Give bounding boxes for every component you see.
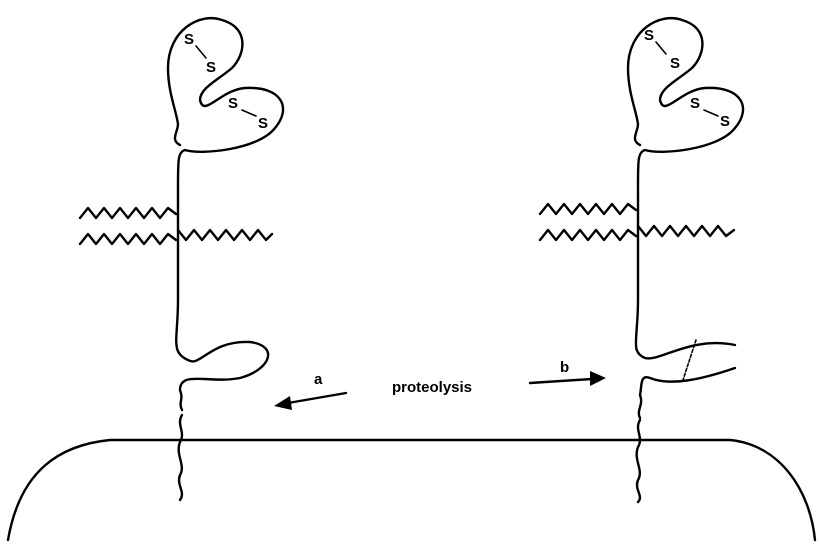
cell-membrane bbox=[6, 438, 817, 542]
arrow-b-label: b bbox=[560, 359, 569, 376]
left-lipid-chain-1 bbox=[78, 206, 178, 220]
right-disulfide-2-s1: S bbox=[690, 95, 700, 112]
left-disulfide-2-bond bbox=[241, 109, 257, 117]
left-protein-chain bbox=[166, 17, 285, 412]
arrow-b-head bbox=[590, 371, 606, 386]
proteolysis-label: proteolysis bbox=[392, 379, 472, 396]
right-cleavage-site bbox=[682, 339, 697, 381]
right-disulfide-1-s2: S bbox=[670, 55, 680, 72]
right-cleaved-loop bbox=[637, 366, 737, 420]
left-lipid-chain-3 bbox=[176, 228, 274, 242]
arrow-a-shaft bbox=[286, 391, 348, 405]
left-lipid-chain-2 bbox=[78, 232, 178, 246]
right-cytoplasmic-tail bbox=[635, 418, 642, 504]
left-disulfide-2-s2: S bbox=[258, 115, 268, 132]
arrow-b-shaft bbox=[528, 377, 594, 385]
left-disulfide-1-s1: S bbox=[184, 31, 194, 48]
left-cytoplasmic-tail bbox=[177, 413, 184, 502]
left-disulfide-1-bond bbox=[195, 45, 207, 59]
right-lipid-chain-1 bbox=[538, 202, 638, 216]
right-disulfide-1-bond bbox=[655, 41, 667, 55]
right-protein-chain bbox=[626, 17, 745, 360]
arrow-a bbox=[274, 391, 348, 410]
right-disulfide-1-s1: S bbox=[644, 27, 654, 44]
left-disulfide-1-s2: S bbox=[206, 59, 216, 76]
arrow-a-head bbox=[274, 396, 292, 410]
right-molecule: S S S S bbox=[538, 17, 745, 504]
arrow-a-label: a bbox=[314, 371, 323, 388]
left-molecule: S S S S bbox=[78, 17, 285, 502]
right-lipid-chain-2 bbox=[538, 228, 638, 242]
left-disulfide-2-s1: S bbox=[228, 95, 238, 112]
right-lipid-chain-3 bbox=[636, 224, 736, 238]
right-disulfide-2-s2: S bbox=[720, 113, 730, 130]
arrow-b bbox=[528, 371, 606, 386]
right-disulfide-2-bond bbox=[703, 109, 719, 117]
